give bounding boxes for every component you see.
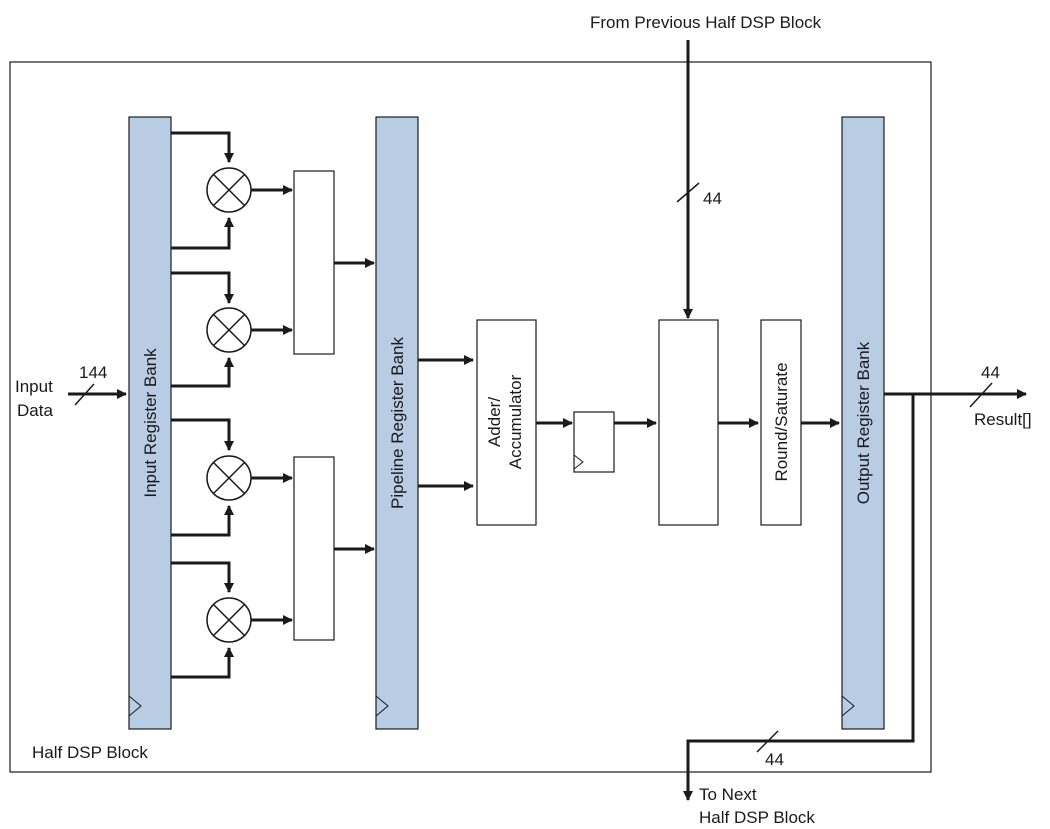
- mult1-top-wire: [171, 131, 234, 163]
- input-data-slash: [74, 383, 95, 406]
- adder-box-2: [293, 456, 335, 641]
- multiplier-icon: [206, 167, 252, 213]
- pipeline-register-bank: [375, 116, 419, 730]
- from-previous-label: From Previous Half DSP Block: [590, 13, 822, 32]
- adder-accumulator-box: [476, 319, 537, 526]
- mult3-top-wire: [171, 418, 234, 451]
- cascade-out-width: 44: [765, 750, 784, 769]
- clock-icon: [128, 695, 142, 717]
- input-register-bank-label: Input Register Bank: [141, 348, 160, 498]
- input-data-label-line1: Input: [15, 377, 53, 396]
- cascade-in-slash: [676, 182, 700, 203]
- round-saturate-label: Round/Saturate: [772, 362, 791, 481]
- half-dsp-block-border: [9, 61, 932, 773]
- input-data-width: 144: [79, 363, 107, 382]
- mult1-bottom-wire: [171, 217, 234, 250]
- mult4-top-wire: [171, 561, 234, 593]
- output-register-bank-label: Output Register Bank: [854, 341, 873, 504]
- half-dsp-block-label: Half DSP Block: [32, 743, 148, 762]
- result-slash: [969, 382, 993, 408]
- clock-icon: [375, 695, 389, 717]
- cascade-out-wire: [683, 394, 915, 801]
- clock-icon: [841, 695, 855, 717]
- round-saturate-box: [760, 319, 802, 526]
- output-register-bank: [841, 116, 885, 730]
- pipeline-register-bank-label: Pipeline Register Bank: [388, 337, 407, 509]
- adder-box-1: [293, 170, 335, 355]
- clock-icon: [573, 454, 584, 470]
- multiplier-icon: [206, 455, 252, 501]
- adder-accumulator-label-line2: Accumulator: [506, 374, 525, 469]
- result-label: Result[]: [974, 410, 1032, 429]
- mult2-top-wire: [171, 271, 234, 304]
- input-data-label-line2: Data: [17, 401, 53, 420]
- cascade-adder-box: [658, 319, 719, 526]
- to-next-label-line2: Half DSP Block: [699, 808, 815, 827]
- input-register-bank: [128, 116, 172, 730]
- accumulator-register: [573, 411, 615, 473]
- to-next-label-line1: To Next: [699, 785, 757, 804]
- result-width: 44: [981, 363, 1000, 382]
- mult2-bottom-wire: [171, 357, 234, 388]
- multiplier-icon: [206, 597, 252, 643]
- multiplier-icon: [206, 307, 252, 353]
- cascade-in-width: 44: [703, 189, 722, 208]
- mult3-bottom-wire: [171, 505, 234, 537]
- cascade-out-slash: [756, 730, 779, 753]
- mult4-bottom-wire: [171, 647, 234, 679]
- adder-accumulator-label-line1: Adder/: [485, 397, 504, 447]
